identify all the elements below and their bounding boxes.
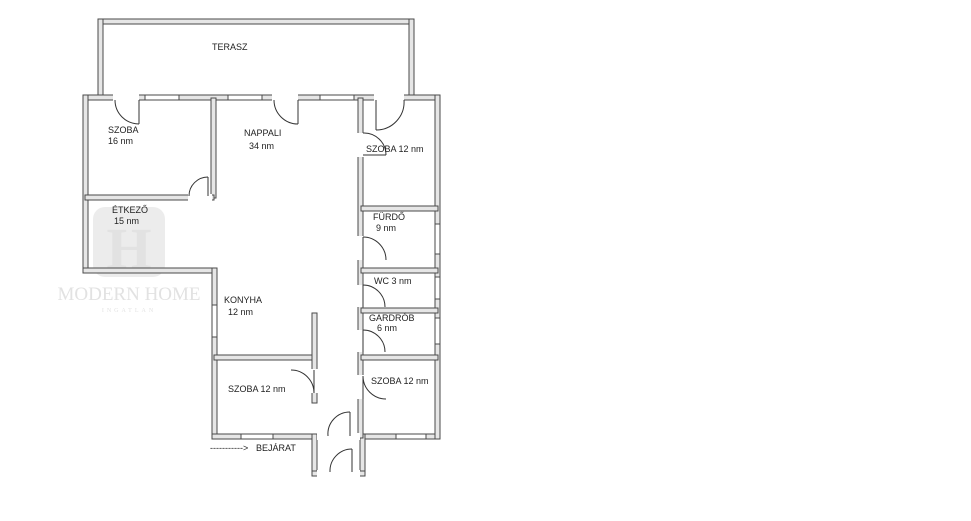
room-szoba-nw-area: 16 nm: [108, 136, 133, 146]
room-furdo-area: 9 nm: [376, 223, 396, 233]
room-gardrob-area: 6 nm: [377, 323, 397, 333]
room-terasz-name: TERASZ: [212, 42, 248, 52]
room-nappali-area: 34 nm: [249, 141, 274, 151]
room-furdo-name: FÜRDŐ: [373, 212, 405, 222]
room-konyha-area: 12 nm: [228, 307, 253, 317]
room-labels: TERASZ SZOBA 16 nm NAPPALI 34 nm SZOBA 1…: [108, 42, 429, 394]
room-wc-name: WC 3 nm: [374, 276, 412, 286]
room-szoba-nw-name: SZOBA: [108, 125, 139, 135]
room-szoba-se-name: SZOBA 12 nm: [371, 376, 429, 386]
watermark-sub: INGATLAN: [102, 308, 156, 314]
entrance-arrow-icon: ----------->: [210, 443, 248, 453]
room-nappali-name: NAPPALI: [244, 128, 281, 138]
watermark-logo-icon: [93, 207, 165, 277]
room-etkezo-area: 15 nm: [114, 216, 139, 226]
watermark-brand: MODERN HOME: [57, 284, 200, 305]
windows: [144, 94, 441, 440]
doors: [113, 94, 405, 477]
room-etkezo-name: ÉTKEZŐ: [112, 205, 148, 215]
entrance-marker: -----------> BEJÁRAT: [210, 443, 296, 453]
room-konyha-name: KONYHA: [224, 295, 262, 305]
room-szoba-ne-name: SZOBA 12 nm: [366, 144, 424, 154]
entrance-label: BEJÁRAT: [256, 443, 296, 453]
room-szoba-s-name: SZOBA 12 nm: [228, 384, 286, 394]
room-gardrob-name: GARDRÓB: [369, 313, 415, 323]
